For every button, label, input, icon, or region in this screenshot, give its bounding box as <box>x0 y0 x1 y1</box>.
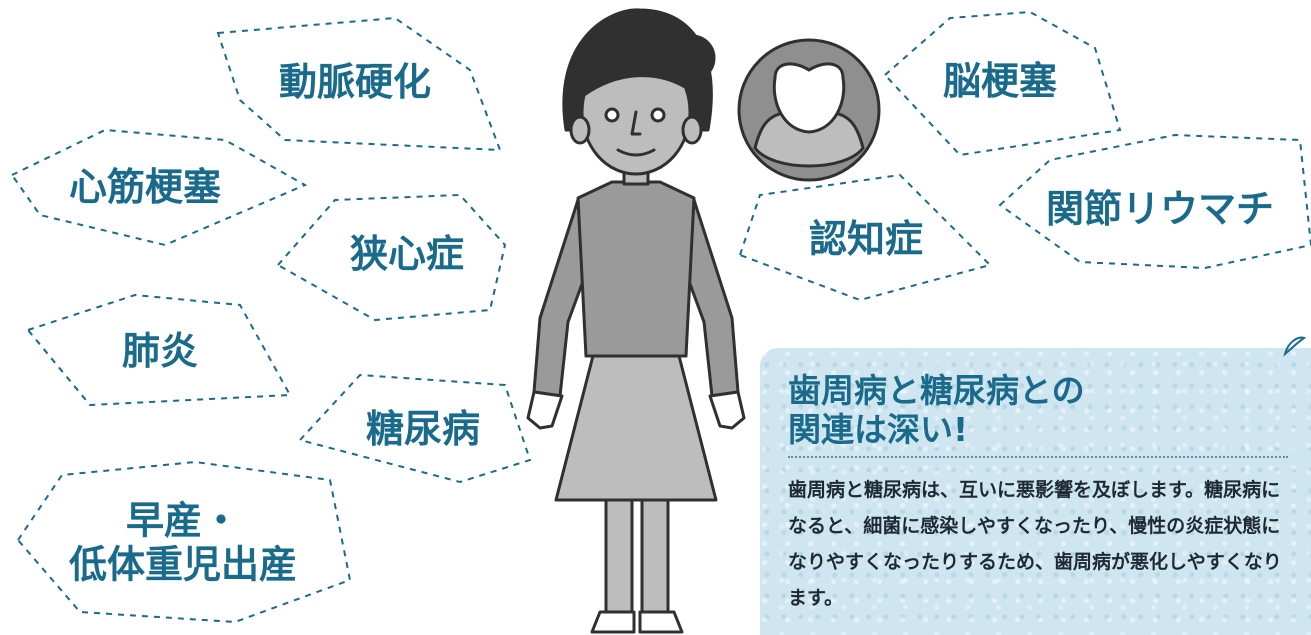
bubble-shape-premature-birth <box>16 460 352 624</box>
left-ear <box>569 115 591 145</box>
right-eye <box>650 107 666 123</box>
left-shoe <box>590 610 636 634</box>
label-myocardial-infarction: 心筋梗塞 <box>68 165 222 210</box>
label-dementia: 認知症 <box>808 217 924 262</box>
info-heading: 歯周病と糖尿病との 関連は深い! <box>788 371 1085 449</box>
nose <box>630 110 642 136</box>
sweater <box>576 180 696 358</box>
label-premature-birth: 早産・ 低体重児出産 <box>68 498 298 586</box>
label-diabetes: 糖尿病 <box>365 407 481 452</box>
left-eye <box>604 107 620 123</box>
bubble-shape-rheumatoid-arthritis <box>998 133 1311 270</box>
mouth <box>616 148 656 157</box>
label-angina: 狭心症 <box>349 232 465 277</box>
paper-curl-icon <box>1283 336 1307 357</box>
right-leg <box>640 490 670 614</box>
label-rheumatoid-arthritis: 関節リウマチ <box>1045 187 1275 232</box>
left-hand <box>526 390 564 430</box>
bubble-shape-dementia <box>738 173 992 302</box>
bubble-shape-diabetes <box>298 373 532 484</box>
right-ear <box>681 115 703 145</box>
info-panel: 歯周病と糖尿病との 関連は深い! 歯周病と糖尿病は、互いに悪影響を及ぼします。糖… <box>760 348 1311 635</box>
bubble-shape-cerebral-infarction <box>883 10 1122 157</box>
left-leg <box>604 490 634 614</box>
right-hand <box>708 390 746 430</box>
label-cerebral-infarction: 脳梗塞 <box>942 59 1058 104</box>
bubble-shape-angina <box>276 193 507 322</box>
label-arteriosclerosis: 動脈硬化 <box>278 60 432 105</box>
tooth-icon <box>737 38 881 182</box>
right-shoe <box>638 610 684 634</box>
label-pneumonia: 肺炎 <box>121 329 199 374</box>
bubble-shape-arteriosclerosis <box>216 16 502 152</box>
info-body-text: 歯周病と糖尿病は、互いに悪影響を及ぼします。糖尿病になると、細菌に感染しやすくな… <box>788 479 1282 609</box>
info-divider <box>788 456 1288 458</box>
skirt <box>554 350 718 502</box>
bangs <box>582 42 692 97</box>
bubble-shape-pneumonia <box>26 293 292 407</box>
bubble-shape-myocardial-infarction <box>10 128 308 247</box>
